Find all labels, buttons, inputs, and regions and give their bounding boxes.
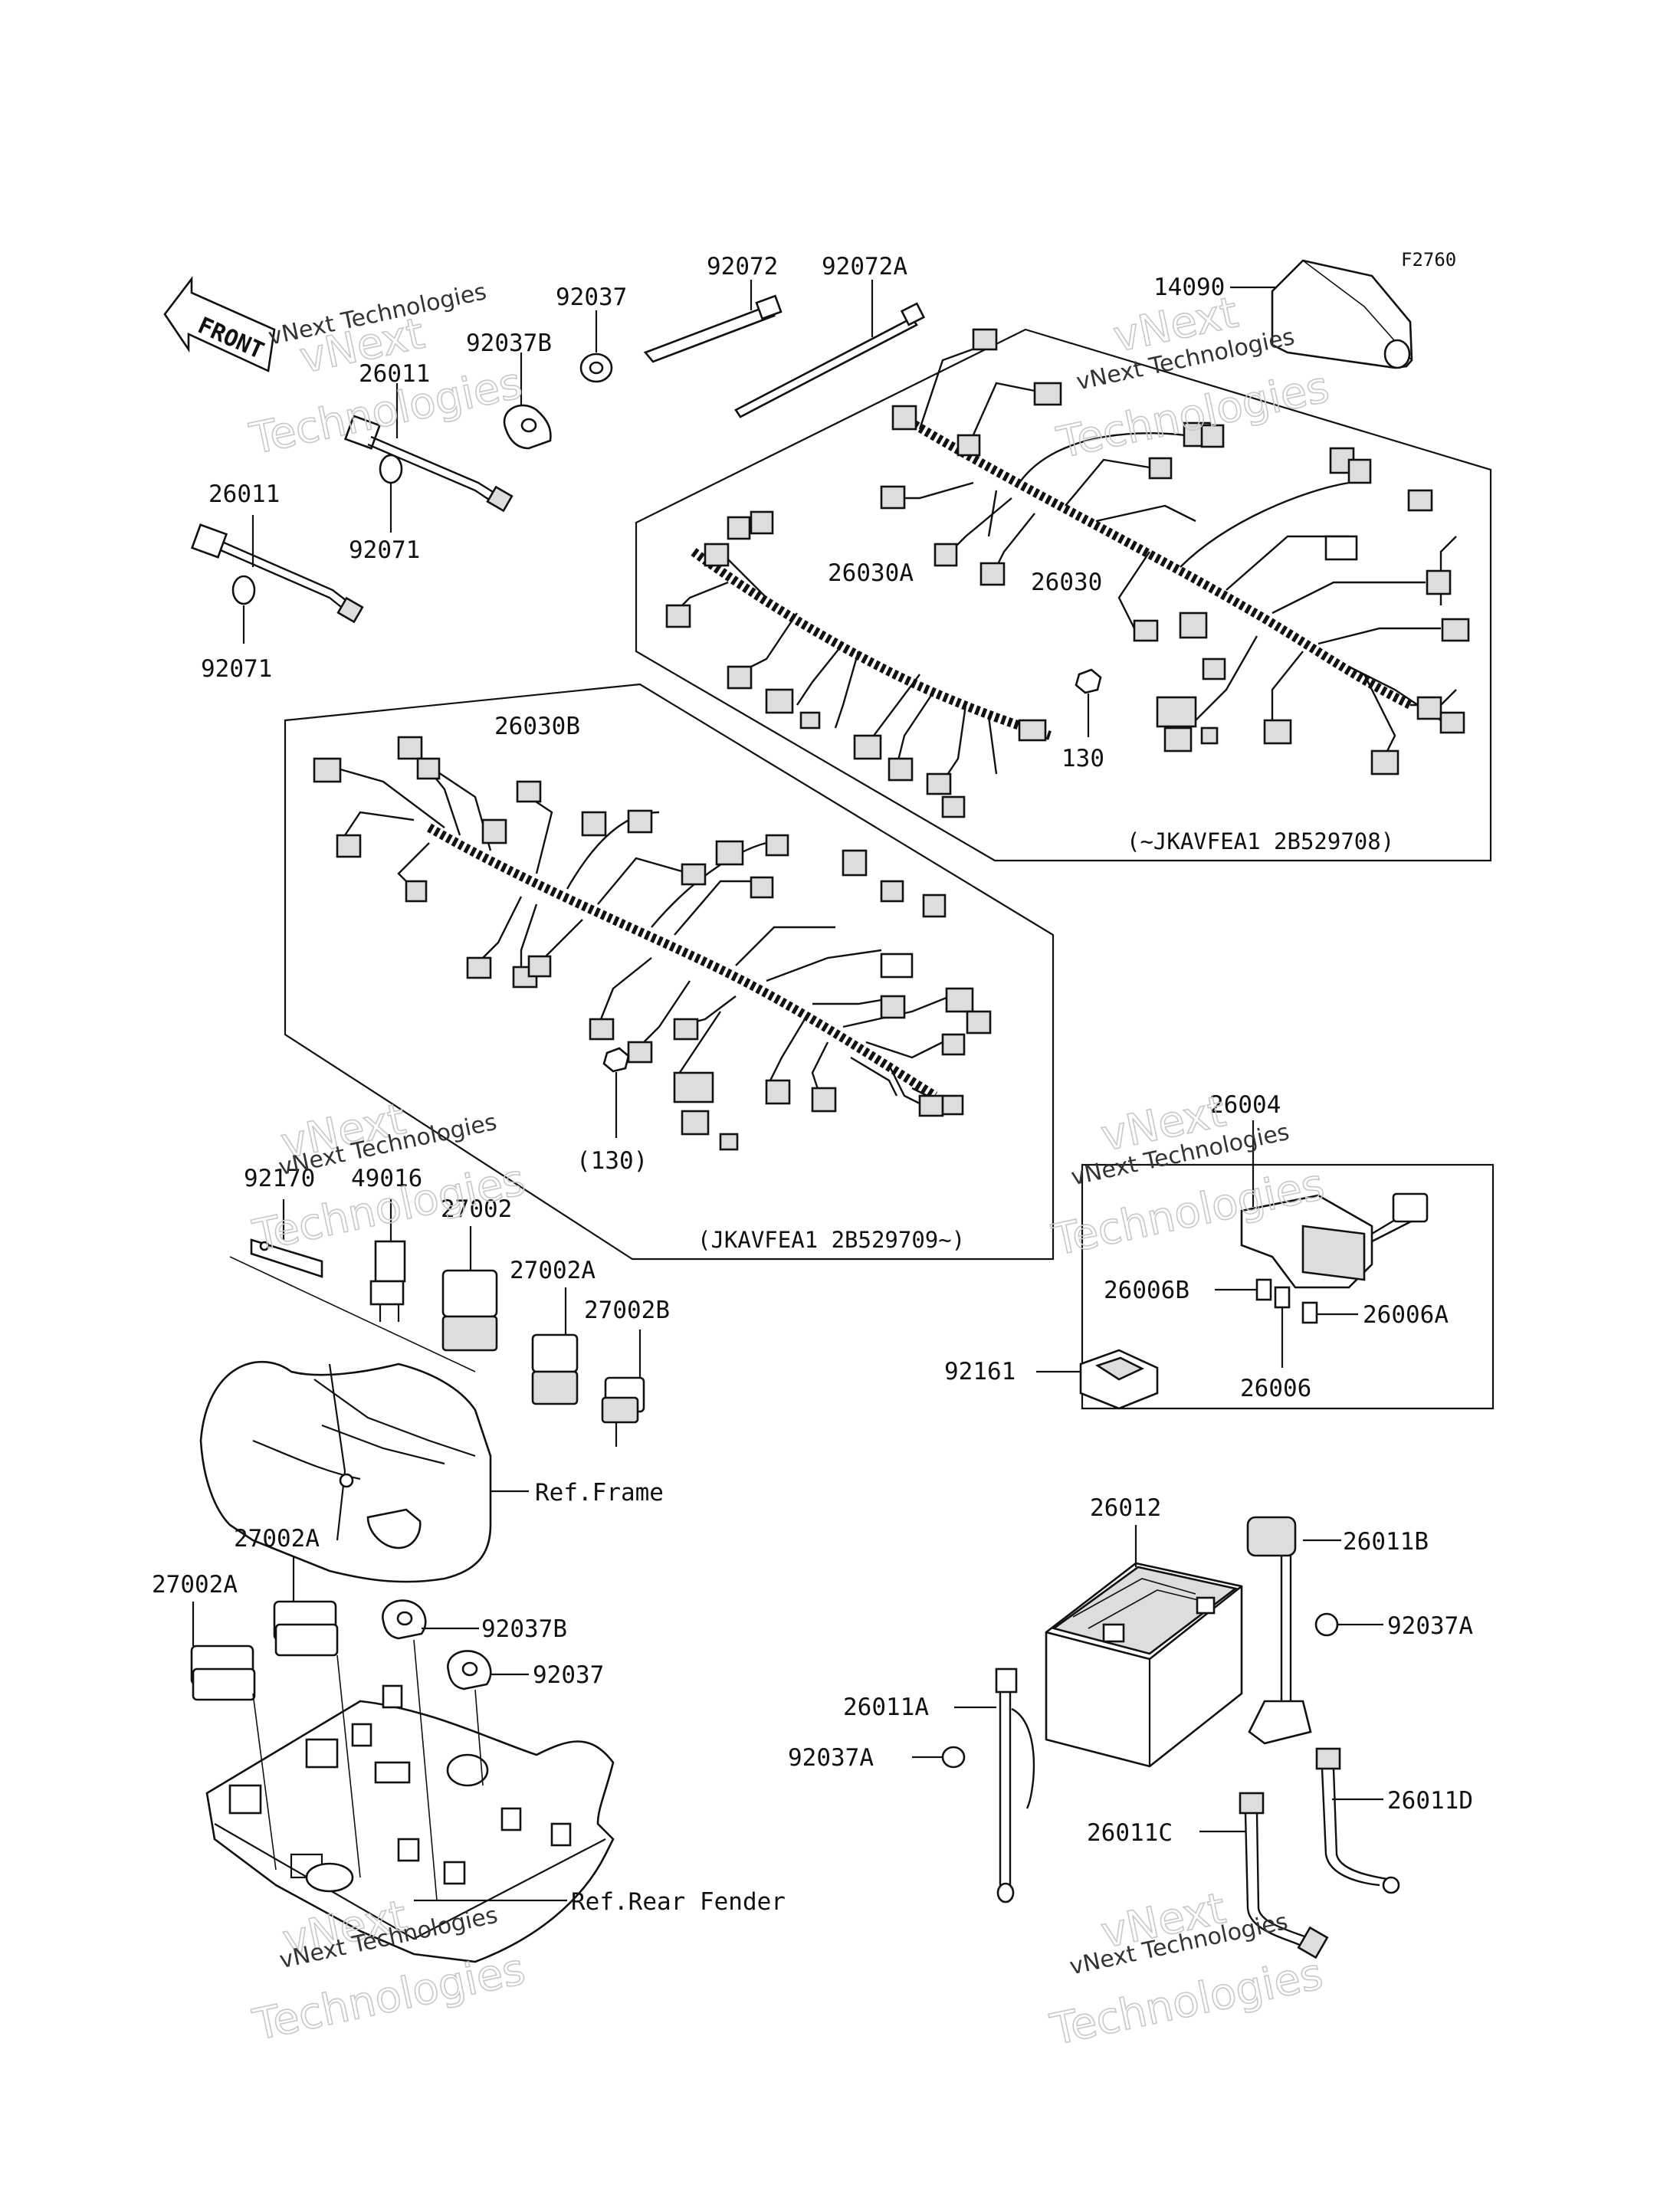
label-27002A-mid: 27002A [234,1525,320,1553]
figure-code: F2760 [1401,249,1456,271]
label-14090: 14090 [1153,274,1225,301]
lead-26011-lower [190,523,364,624]
clamp-92037-low [447,1650,492,1690]
relay-27002A-low [190,1644,256,1701]
watermark-bottom-right: vNext vNext Technologies Technologies [1045,1883,1327,2056]
clamp-92037-top [579,353,613,383]
variant-note-lower: (JKAVFEA1 2B529709~) [697,1227,965,1253]
cover-92161 [1079,1349,1159,1410]
cable-tie-92072A [734,302,926,418]
label-92037B-low: 92037B [481,1615,567,1643]
label-27002A-low: 27002A [152,1571,238,1599]
front-arrow-icon: FRONT [163,276,276,372]
cable-26011B [1246,1516,1312,1745]
relay-27002A-mid [273,1600,339,1657]
label-26012: 26012 [1090,1494,1161,1522]
strap-92170 [250,1238,323,1278]
label-27002: 27002 [441,1195,512,1223]
upper-harness-frame [635,328,1492,862]
label-130-paren: (130) [576,1147,648,1175]
fuse-26006B [1255,1278,1272,1301]
label-92037A-right: 92037A [1387,1612,1473,1640]
label-130: 130 [1061,745,1104,772]
fuse-26006 [1274,1286,1291,1309]
label-26030B: 26030B [494,713,580,740]
fuse-26006A [1301,1301,1318,1324]
label-26006A: 26006A [1363,1301,1449,1329]
label-92071-lower: 92071 [201,655,272,683]
lead-26011-upper [343,415,514,513]
label-92037B-top: 92037B [466,330,552,357]
relay-27002 [441,1269,498,1352]
cable-26011C [1239,1792,1329,1959]
label-26011-upper: 26011 [359,360,430,388]
label-26004: 26004 [1209,1091,1281,1119]
frame-drawing [199,1360,492,1583]
label-26006: 26006 [1240,1375,1311,1402]
label-49016: 49016 [351,1165,422,1192]
label-92071-upper: 92071 [349,536,420,564]
relay-27002B [601,1376,645,1447]
label-26011C: 26011C [1087,1819,1173,1847]
harness-26030B-drawing [313,736,992,1151]
label-27002B: 27002B [584,1297,670,1324]
bolt-130-lower [602,1047,630,1138]
label-92161: 92161 [944,1358,1016,1385]
label-92037-low: 92037 [533,1661,604,1689]
clamp-92037B-top [503,404,552,450]
relay-49016 [369,1240,406,1322]
grommet-92071-upper [379,454,403,484]
label-26011B: 26011B [1343,1528,1429,1556]
variant-note-upper: (~JKAVFEA1 2B529708) [1127,828,1394,854]
label-92170: 92170 [244,1165,315,1192]
clamp-92037A-left [941,1746,966,1769]
cable-26011A [995,1667,1035,1904]
label-92037A-left: 92037A [788,1744,874,1772]
harness-26030-drawing [665,328,1470,818]
clamp-92037A-right [1314,1612,1339,1637]
ref-frame-label: Ref.Frame [535,1479,664,1507]
label-27002A-top: 27002A [510,1257,596,1284]
label-92072A: 92072A [822,253,907,280]
lower-harness-frame [284,683,1055,1261]
bolt-130-upper [1075,668,1102,737]
cover-14090 [1271,259,1413,369]
label-26011D: 26011D [1387,1787,1473,1815]
relay-27002A-top [531,1333,579,1405]
label-92072: 92072 [707,253,778,280]
battery-26012 [1045,1562,1243,1768]
cable-tie-92072 [643,294,783,363]
clamp-92037B-low [382,1599,427,1640]
ref-rear-fender-label: Ref.Rear Fender [571,1888,786,1916]
label-26011-lower: 26011 [208,480,280,508]
rear-fender-drawing [205,1684,615,1963]
label-26030A: 26030A [828,559,914,587]
label-92037-top: 92037 [556,284,627,311]
label-26030: 26030 [1031,569,1102,596]
fuse-box-26004 [1240,1192,1429,1289]
fuse-box-frame [1081,1163,1495,1410]
grommet-92071-lower [231,575,256,605]
label-26011A: 26011A [843,1694,929,1721]
label-26006B: 26006B [1104,1277,1189,1304]
cable-26011D [1315,1747,1400,1894]
